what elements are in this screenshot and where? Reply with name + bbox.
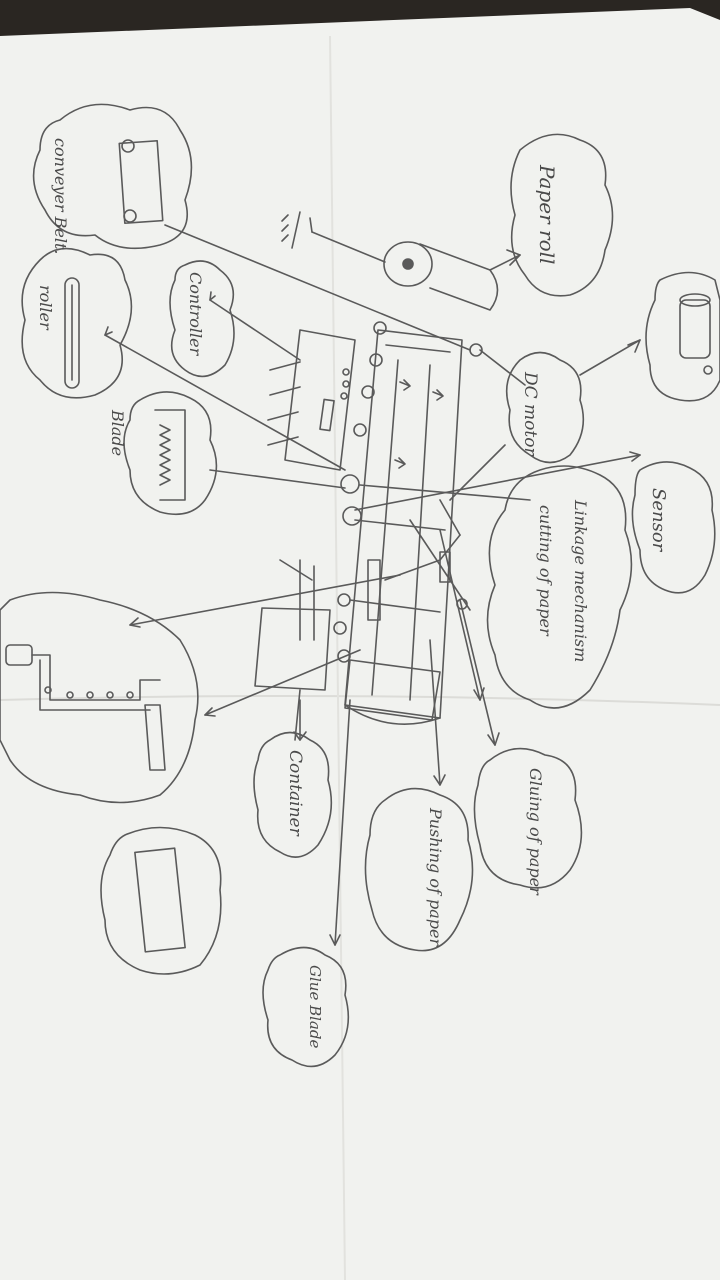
controller-box-drawing xyxy=(267,329,356,471)
cloud-mechanism-sketch xyxy=(0,591,199,804)
cloud-roller xyxy=(21,247,133,399)
container-box-drawing xyxy=(254,607,441,741)
machine-rollers xyxy=(333,321,483,663)
conveyer-belt-icon xyxy=(118,139,164,225)
cloud-glue-blade xyxy=(262,946,350,1068)
cloud-container xyxy=(253,731,333,858)
linkage-arm-icon xyxy=(5,644,166,771)
cloud-glue-sketch xyxy=(100,826,222,975)
paper-roll-icon xyxy=(679,293,713,375)
arrowheads xyxy=(104,249,641,946)
label-sensor: Sensor xyxy=(648,488,669,553)
label-blade: Blade xyxy=(108,409,127,456)
label-container: Container xyxy=(285,750,305,837)
label-controller: Controller xyxy=(186,272,205,357)
glue-plate-icon xyxy=(134,847,186,953)
label-conveyer-belt: conveyer Belt. xyxy=(51,138,70,255)
connector-lines xyxy=(104,224,641,946)
cloud-linkage xyxy=(486,465,633,709)
machine-frame xyxy=(344,329,463,725)
fold-crease xyxy=(329,35,346,1280)
cloud-roller-icon xyxy=(645,271,720,402)
label-linkage-mechanism: Linkage mechanism xyxy=(571,499,590,662)
blade-icon xyxy=(154,409,186,501)
cloud-sensor xyxy=(631,461,716,594)
cloud-pushing xyxy=(364,787,474,952)
cloud-blade xyxy=(123,391,218,516)
label-gluing-of-paper: Gluing of paper xyxy=(526,768,545,896)
cloud-paper-roll xyxy=(510,133,614,297)
cloud-controller xyxy=(169,260,235,378)
label-glue-blade: Glue Blade xyxy=(306,965,324,1048)
cloud-dc-motor xyxy=(505,351,585,464)
label-roller: roller xyxy=(36,285,55,331)
label-paper-roll: Paper roll xyxy=(535,164,559,264)
cloud-conveyer-belt xyxy=(32,103,193,250)
roller-icon xyxy=(64,277,80,389)
label-dc-motor: DC motor xyxy=(520,371,540,456)
fold-crease xyxy=(0,695,720,706)
paper-sheet xyxy=(0,8,720,1280)
cloud-gluing xyxy=(473,747,583,889)
label-cutting-of-paper: cutting of paper xyxy=(536,505,555,637)
label-pushing-of-paper: Pushing of paper xyxy=(426,807,445,947)
